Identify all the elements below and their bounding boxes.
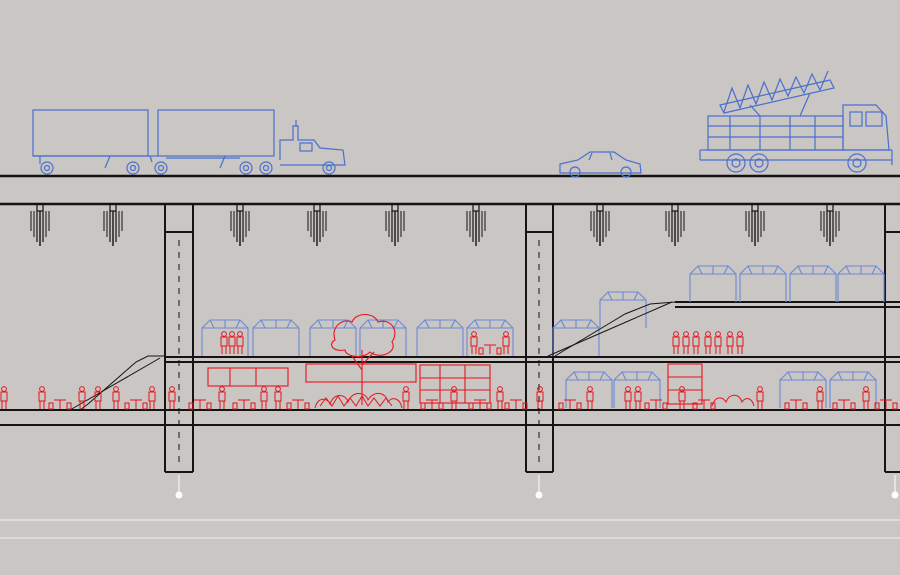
deck-piles [30,203,840,247]
semi-truck-icon [32,109,346,175]
produce-mass [314,393,755,409]
lower-tent-row [565,371,877,409]
car-icon [559,151,642,178]
tent-icon [201,319,249,357]
grid-markers [0,475,900,539]
structure-frame [0,204,900,473]
column-dashes [178,240,540,465]
upper-tent-row [201,265,885,357]
lower-stalls [207,363,703,405]
fire-truck-icon [699,70,893,173]
road-deck [0,174,900,206]
